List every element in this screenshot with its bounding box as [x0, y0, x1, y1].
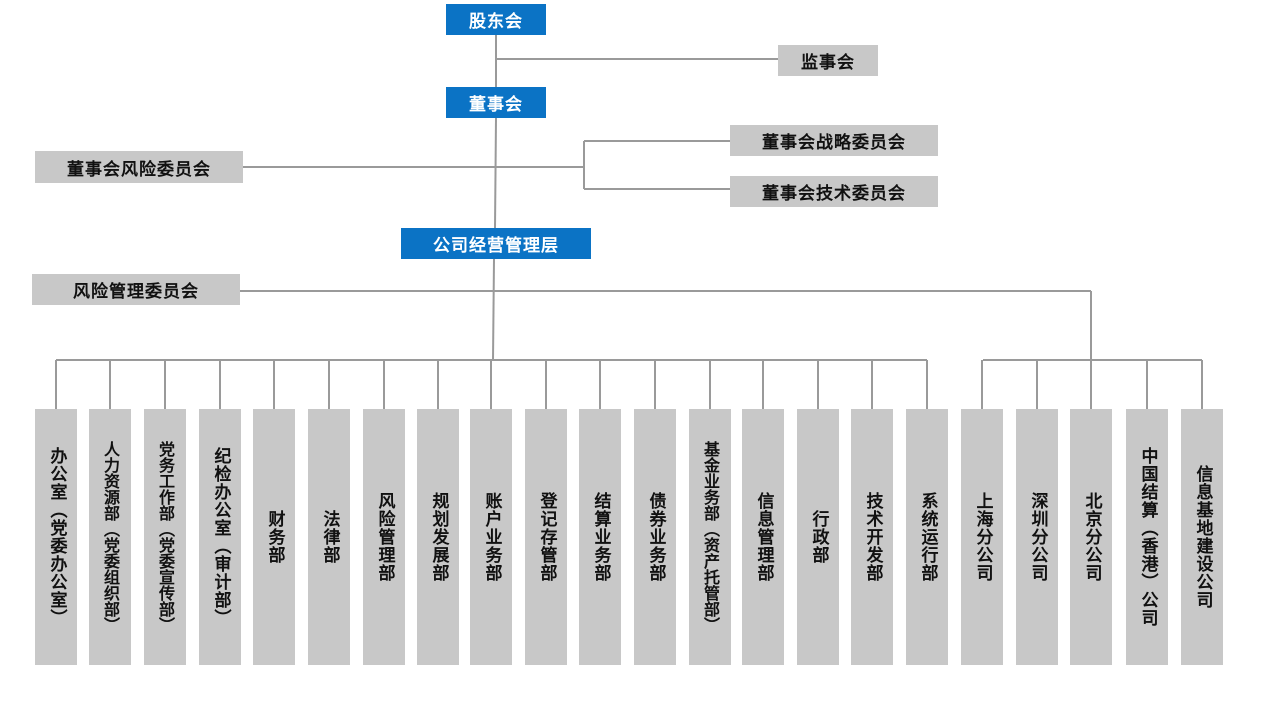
branch-box[interactable]: 北京分公司 — [1070, 409, 1112, 665]
department-label: 账户业务部 — [481, 492, 502, 582]
supervisors-board-box[interactable]: 监事会 — [778, 45, 878, 76]
department-box[interactable]: 财务部 — [253, 409, 295, 665]
department-box[interactable]: 办公室（党委办公室） — [35, 409, 77, 665]
board-of-directors-label: 董事会 — [469, 95, 523, 115]
department-box[interactable]: 基金业务部（资产托管部） — [689, 409, 731, 665]
branch-box[interactable]: 上海分公司 — [961, 409, 1003, 665]
department-label: 法律部 — [319, 510, 340, 564]
department-box[interactable]: 账户业务部 — [470, 409, 512, 665]
department-label: 财务部 — [264, 510, 285, 564]
board-tech-committee-label: 董事会技术委员会 — [762, 184, 906, 204]
department-box[interactable]: 人力资源部（党委组织部） — [89, 409, 131, 665]
department-box[interactable]: 行政部 — [797, 409, 839, 665]
department-label: 系统运行部 — [917, 492, 938, 582]
department-label: 办公室（党委办公室） — [46, 447, 67, 627]
branch-label: 上海分公司 — [972, 492, 993, 582]
department-box[interactable]: 登记存管部 — [525, 409, 567, 665]
supervisors-board-label: 监事会 — [801, 53, 855, 73]
department-label: 债券业务部 — [645, 492, 666, 582]
department-label: 技术开发部 — [862, 492, 883, 582]
branch-label: 北京分公司 — [1081, 492, 1102, 582]
department-box[interactable]: 技术开发部 — [851, 409, 893, 665]
department-box[interactable]: 信息管理部 — [742, 409, 784, 665]
department-label: 人力资源部（党委组织部） — [101, 441, 120, 633]
department-label: 风险管理部 — [374, 492, 395, 582]
board-of-directors-box[interactable]: 董事会 — [446, 87, 546, 118]
department-box[interactable]: 党务工作部（党委宣传部） — [144, 409, 186, 665]
branch-label: 中国结算（香港）公司 — [1137, 447, 1158, 627]
management-box[interactable]: 公司经营管理层 — [401, 228, 591, 259]
board-risk-committee-box[interactable]: 董事会风险委员会 — [35, 151, 243, 183]
department-box[interactable]: 规划发展部 — [417, 409, 459, 665]
branch-box[interactable]: 深圳分公司 — [1016, 409, 1058, 665]
department-box[interactable]: 纪检办公室（审计部） — [199, 409, 241, 665]
department-label: 信息管理部 — [753, 492, 774, 582]
department-box[interactable]: 法律部 — [308, 409, 350, 665]
branch-box[interactable]: 信息基地建设公司 — [1181, 409, 1223, 665]
department-box[interactable]: 系统运行部 — [906, 409, 948, 665]
department-box[interactable]: 结算业务部 — [579, 409, 621, 665]
branch-label: 深圳分公司 — [1027, 492, 1048, 582]
department-label: 行政部 — [808, 510, 829, 564]
department-label: 结算业务部 — [590, 492, 611, 582]
department-box[interactable]: 风险管理部 — [363, 409, 405, 665]
shareholders-meeting-label: 股东会 — [469, 12, 523, 32]
department-label: 纪检办公室（审计部） — [210, 447, 231, 627]
board-tech-committee-box[interactable]: 董事会技术委员会 — [730, 176, 938, 207]
board-strategy-committee-box[interactable]: 董事会战略委员会 — [730, 125, 938, 156]
department-label: 规划发展部 — [428, 492, 449, 582]
department-label: 党务工作部（党委宣传部） — [156, 441, 175, 633]
department-label: 登记存管部 — [536, 492, 557, 582]
board-risk-committee-label: 董事会风险委员会 — [67, 159, 211, 180]
risk-management-committee-label: 风险管理委员会 — [73, 282, 199, 302]
shareholders-meeting-box[interactable]: 股东会 — [446, 4, 546, 35]
department-label: 基金业务部（资产托管部） — [701, 441, 720, 633]
department-box[interactable]: 债券业务部 — [634, 409, 676, 665]
board-strategy-committee-label: 董事会战略委员会 — [762, 133, 906, 153]
risk-management-committee-box[interactable]: 风险管理委员会 — [32, 274, 240, 305]
branch-label: 信息基地建设公司 — [1192, 465, 1213, 609]
branch-box[interactable]: 中国结算（香港）公司 — [1126, 409, 1168, 665]
management-label: 公司经营管理层 — [433, 236, 559, 256]
